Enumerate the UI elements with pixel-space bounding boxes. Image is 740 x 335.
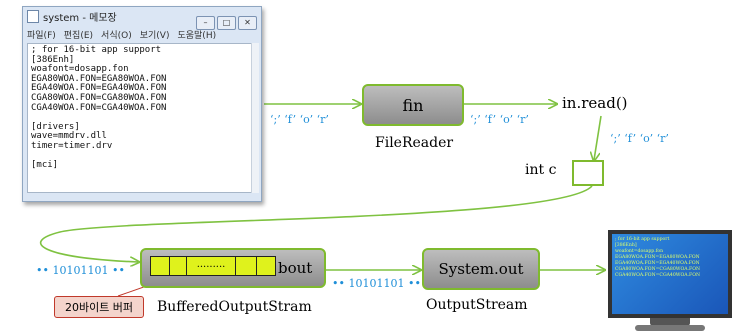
text-line	[31, 152, 249, 162]
filereader-label: FileReader	[375, 135, 454, 151]
bits-label-2: •• 10101101 ••	[332, 277, 421, 290]
notepad-title: system - 메모장	[43, 13, 117, 24]
read-label: in.read()	[562, 94, 628, 112]
menu-edit[interactable]: 편집(E)	[63, 31, 94, 41]
text-line: EGA80WOA.FON=EGA80WOA.FON	[31, 73, 167, 84]
outputstream-label: OutputStream	[426, 297, 528, 313]
monitor-base	[635, 325, 705, 331]
notepad-menubar: 파일(F) 편집(E) 서식(O) 보기(V) 도움말(H)	[27, 28, 259, 42]
screen-line: [386Enh]	[615, 243, 637, 248]
notepad-scrollbar[interactable]	[251, 43, 259, 193]
menu-format[interactable]: 서식(O)	[101, 31, 132, 41]
fin-label: fin	[402, 95, 424, 115]
buffer-cell	[169, 256, 187, 276]
intc-box	[572, 160, 604, 186]
bits-label-1: •• 10101101 ••	[36, 264, 125, 277]
screen-line: CGA80WOA.FON=CGA80WOA.FON	[615, 267, 701, 272]
bout-label: bout	[278, 259, 313, 277]
buffer-cell	[235, 256, 257, 276]
buffer-cell: .........	[186, 256, 236, 276]
screen-line: EGA80WOA.FON=EGA80WOA.FON	[615, 255, 700, 260]
text-line: woafont=dosapp.fon	[31, 64, 129, 75]
sysout-label: System.out	[438, 260, 524, 278]
bout-box: ......... bout	[140, 248, 326, 288]
buffer-cell	[256, 256, 276, 276]
sysout-box: System.out	[422, 248, 540, 290]
notepad-window: system - 메모장 –□✕ 파일(F) 편집(E) 서식(O) 보기(V) 도움말…	[22, 6, 262, 202]
screen-line: CGA40WOA.FON=CGA40WOA.FON	[615, 273, 701, 278]
notepad-text-area[interactable]: ; for 16-bit app support[386Enh]woafont=…	[27, 43, 253, 193]
text-line: EGA40WOA.FON=EGA40WOA.FON	[31, 83, 167, 94]
text-line: timer=timer.drv	[31, 140, 113, 151]
fin-box: fin	[362, 84, 464, 126]
menu-view[interactable]: 보기(V)	[139, 31, 170, 41]
arrow-read-to-intc	[594, 115, 602, 160]
close-button[interactable]: ✕	[238, 16, 257, 30]
menu-file[interactable]: 파일(F)	[27, 31, 56, 41]
text-line: [386Enh]	[31, 54, 75, 65]
screen-line: woafont=dosapp.fon	[615, 249, 664, 254]
chars-label-1: ‘;’ ‘f’ ‘o’ ‘r’	[270, 113, 329, 126]
text-line: ; for 16-bit app support	[31, 45, 162, 55]
menu-help[interactable]: 도움말(H)	[177, 31, 217, 41]
chars-label-3: ‘;’ ‘f’ ‘o’ ‘r’	[610, 132, 669, 145]
minimize-button[interactable]: –	[196, 16, 215, 30]
curve-intc-to-buffer	[39, 185, 593, 262]
chars-label-2: ‘;’ ‘f’ ‘o’ ‘r’	[470, 113, 529, 126]
notepad-titlebar: system - 메모장	[27, 9, 257, 27]
monitor-stand	[650, 318, 690, 326]
intc-label: int c	[525, 162, 557, 178]
notepad-icon	[27, 10, 39, 23]
text-line: [mci]	[31, 160, 59, 171]
window-controls: –□✕	[194, 10, 257, 30]
buffer-size-callout: 20바이트 버퍼	[54, 296, 144, 318]
screen-line: EGA40WOA.FON=EGA40WOA.FON	[615, 261, 700, 266]
buffer-cell	[150, 256, 170, 276]
screen-line: ; for 16-bit app support	[615, 237, 670, 242]
text-line: CGA80WOA.FON=CGA80WOA.FON	[31, 92, 167, 103]
maximize-button[interactable]: □	[217, 16, 236, 30]
monitor-screen: ; for 16-bit app support [386Enh] woafon…	[608, 230, 732, 318]
text-line: wave=mmdrv.dll	[31, 131, 107, 142]
text-line: CGA40WOA.FON=CGA40WOA.FON	[31, 102, 167, 113]
text-line: [drivers]	[31, 121, 80, 132]
buffered-label: BufferedOutputStram	[157, 299, 312, 315]
